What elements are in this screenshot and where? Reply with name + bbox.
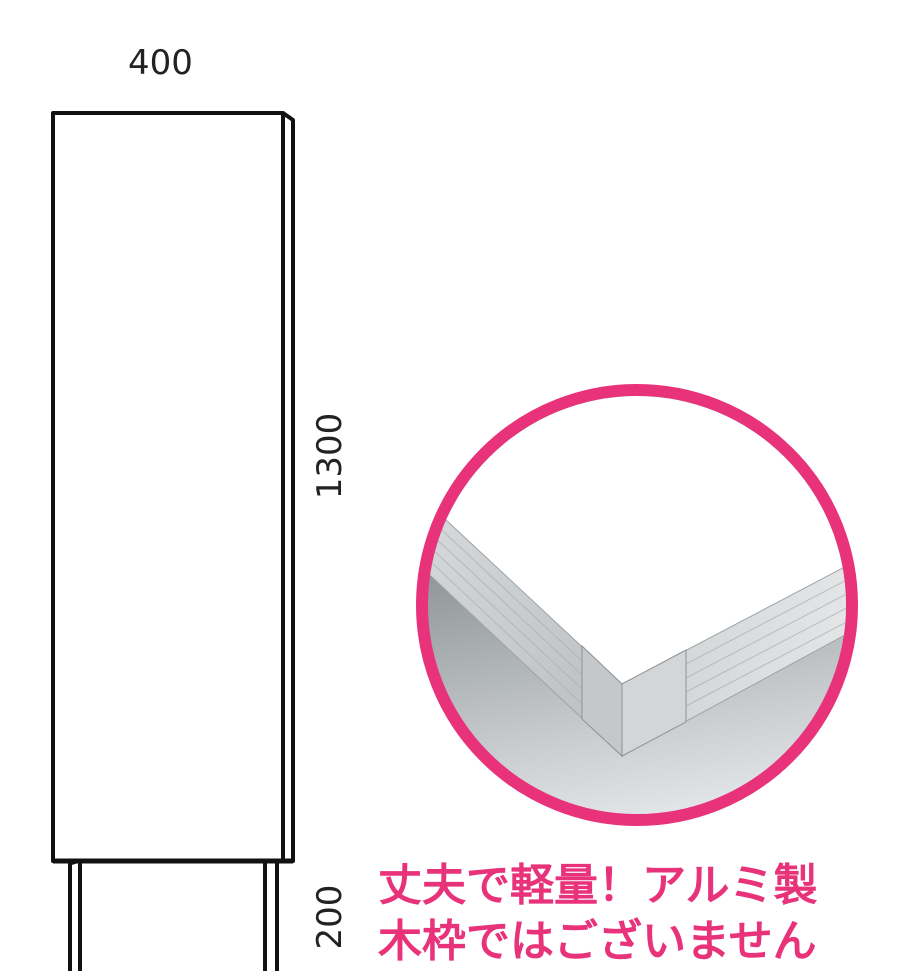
caption-aluminum: 丈夫で軽量！アルミ製 [378,860,818,911]
leg-height-dimension-label: 200 [310,884,350,950]
panel-top-face [428,396,846,684]
width-dimension-label: 400 [128,43,193,83]
panel-face-outline [51,111,285,863]
height-dimension-label: 1300 [310,412,350,500]
left-leg [68,861,82,971]
left-leg-cap [69,859,81,866]
aluminum-corner-illustration [428,396,846,758]
corner-joint-right [621,649,687,757]
right-leg [263,861,279,971]
caption-not-wood: 木枠ではございません [378,916,817,967]
corner-detail-zoom [416,384,858,826]
